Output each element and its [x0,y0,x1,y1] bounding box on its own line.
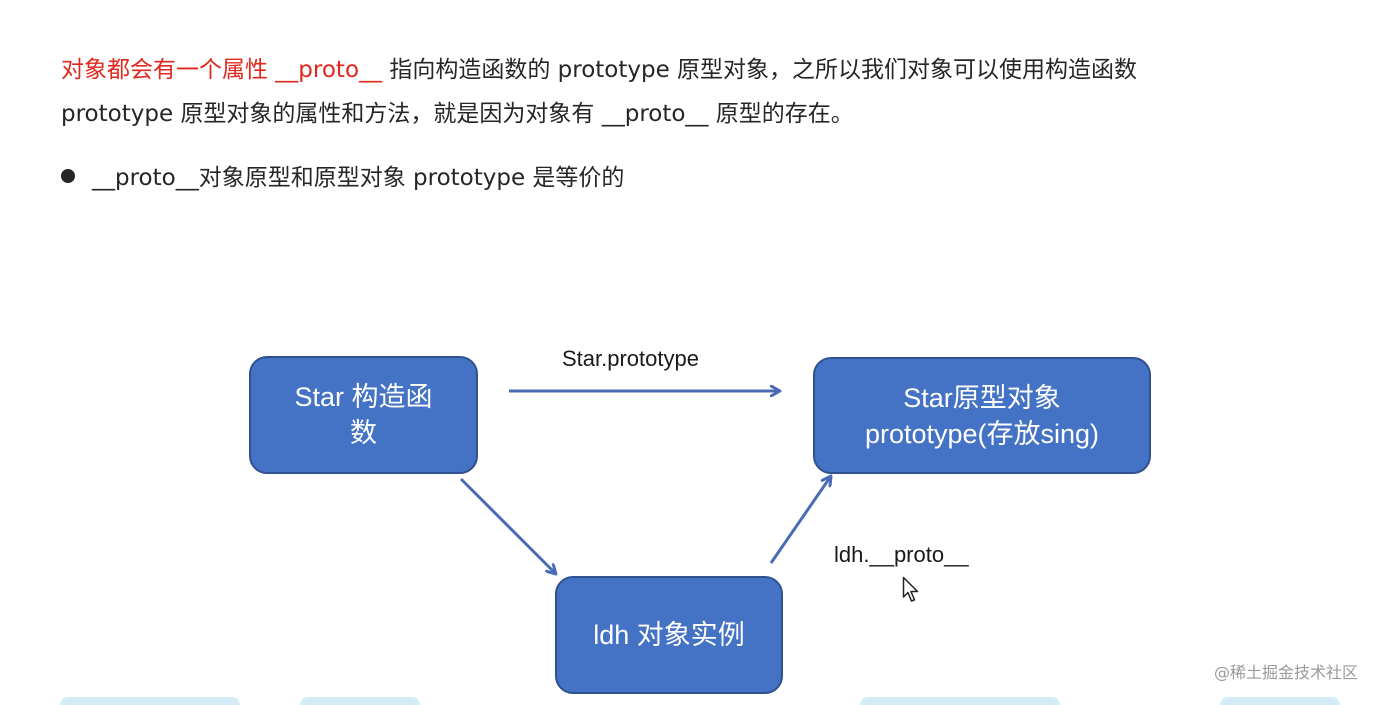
arrow-constructor-to-instance [459,477,556,574]
decorative-cloud [860,697,1060,705]
prototype-box: Star原型对象 prototype(存放sing) [813,357,1151,474]
instance-box: ldh 对象实例 [555,576,783,694]
instance-label: ldh 对象实例 [593,620,745,650]
edge-label-star-prototype: Star.prototype [562,346,699,371]
paragraph-line-1: 对象都会有一个属性 __proto__ 指向构造函数的 prototype 原型… [61,55,1137,85]
decorative-cloud [1220,697,1340,705]
constructor-label-line2: 数 [350,418,377,448]
bullet-item: __proto__对象原型和原型对象 prototype 是等价的 [61,163,624,193]
constructor-box: Star 构造函数 [249,356,478,474]
decorative-cloud [300,697,420,705]
paragraph-text: 指向构造函数的 prototype 原型对象，之所以我们对象可以使用构造函数 [382,57,1138,83]
bullet-dot-icon [61,169,75,183]
edge-label-ldh-proto: ldh.__proto__ [834,542,969,567]
mouse-pointer-icon [902,576,919,602]
prototype-label-line1: Star原型对象 [903,382,1061,413]
decorative-cloud [60,697,240,705]
arrow-instance-to-prototype [769,476,831,564]
watermark: @稀土掘金技术社区 [1213,663,1358,682]
constructor-label-line1: Star 构造函 [294,382,433,412]
paragraph-line-2: prototype 原型对象的属性和方法，就是因为对象有 __proto__ 原… [61,101,854,127]
bullet-text: __proto__对象原型和原型对象 prototype 是等价的 [92,165,625,191]
highlighted-text: 对象都会有一个属性 __proto__ [61,57,383,83]
prototype-label-line2: prototype(存放sing) [864,418,1100,449]
